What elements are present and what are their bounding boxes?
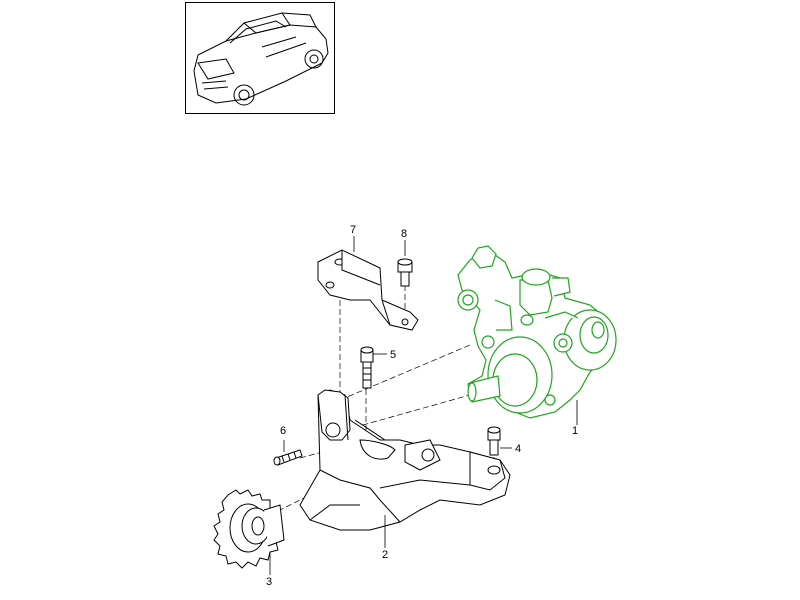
callout-1: 1 xyxy=(572,425,578,437)
bolt-4 xyxy=(487,426,501,456)
bolt-6 xyxy=(273,449,303,466)
callout-8: 8 xyxy=(401,228,407,240)
vehicle-suv-icon xyxy=(193,12,329,106)
vehicle-thumbnail xyxy=(185,2,335,114)
drive-gear xyxy=(213,489,285,569)
callout-2: 2 xyxy=(382,549,388,561)
callout-6: 6 xyxy=(280,425,286,437)
bolt-5 xyxy=(360,346,374,389)
callout-5: 5 xyxy=(390,349,396,361)
pump-bracket xyxy=(299,389,511,531)
bolt-8 xyxy=(397,258,413,287)
leader-lines xyxy=(269,236,578,575)
high-pressure-pump xyxy=(457,245,617,419)
callout-labels: 1 2 3 4 5 6 7 8 xyxy=(266,224,578,588)
callout-3: 3 xyxy=(266,576,272,588)
support-bracket xyxy=(317,249,419,331)
callout-4: 4 xyxy=(515,443,521,455)
callout-7: 7 xyxy=(350,224,356,236)
